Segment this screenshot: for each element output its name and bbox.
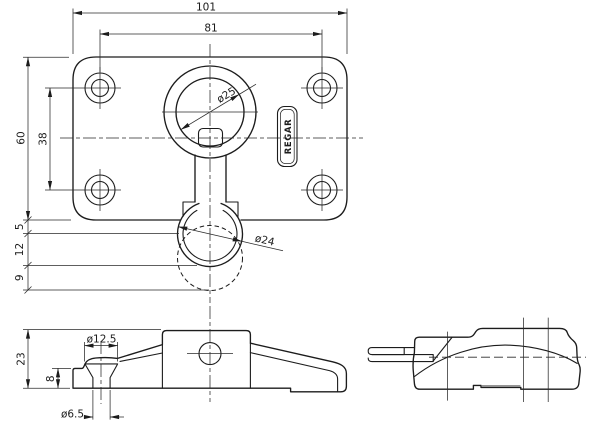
- dim-overall-width: 101: [196, 2, 216, 14]
- dim-seg-9: 9: [14, 274, 26, 281]
- screw-hole-bottom-right: [301, 169, 343, 211]
- screw-hole-top-right: [301, 67, 343, 109]
- dim-overall-height: 60: [16, 131, 28, 144]
- dim-front-height: 23: [16, 352, 28, 365]
- side-view: [367, 317, 586, 402]
- cam-edge: [413, 344, 578, 378]
- arm-under-edges: [119, 352, 339, 393]
- dim-step-height: 8: [45, 375, 57, 382]
- dim-hole-dia: ø6.5: [61, 409, 84, 421]
- screw-hole-bottom-left: [79, 169, 121, 211]
- front-view: [72, 306, 348, 404]
- dim-hole-spacing-width: 81: [204, 23, 217, 35]
- dim-hole-spacing-height: 38: [38, 132, 50, 145]
- hook-ring-outer: [176, 202, 244, 268]
- dim-csink-dia: ø12.5: [87, 334, 117, 346]
- side-silhouette: [412, 327, 581, 390]
- dim-seg-5: 5: [14, 223, 26, 230]
- screw-hole-top-left: [79, 67, 121, 109]
- stem-flange: [182, 201, 239, 218]
- dim-seg-12: 12: [14, 243, 26, 256]
- stem: [194, 154, 227, 203]
- top-view-dimensions: 101 81 60 38 5 12 9 ø25 ø24: [14, 2, 348, 294]
- side-vertical-centerlines: [447, 317, 549, 402]
- logo-text: REGAR: [284, 119, 294, 154]
- logo-badge: REGAR: [276, 105, 298, 168]
- boss-side-edges: [161, 342, 251, 389]
- countersink-hole: [84, 363, 119, 389]
- front-silhouette: [72, 329, 348, 393]
- hook-alternate-position-dashed: [177, 225, 243, 291]
- dim-hook-dia: ø24: [254, 233, 276, 249]
- front-view-dimensions: 23 8 ø12.5 ø6.5: [16, 329, 161, 421]
- plate-outline: [72, 56, 348, 221]
- lever-handle: [367, 336, 453, 363]
- top-view: REGAR: [60, 44, 363, 303]
- chain-tick-marks: [24, 216, 32, 294]
